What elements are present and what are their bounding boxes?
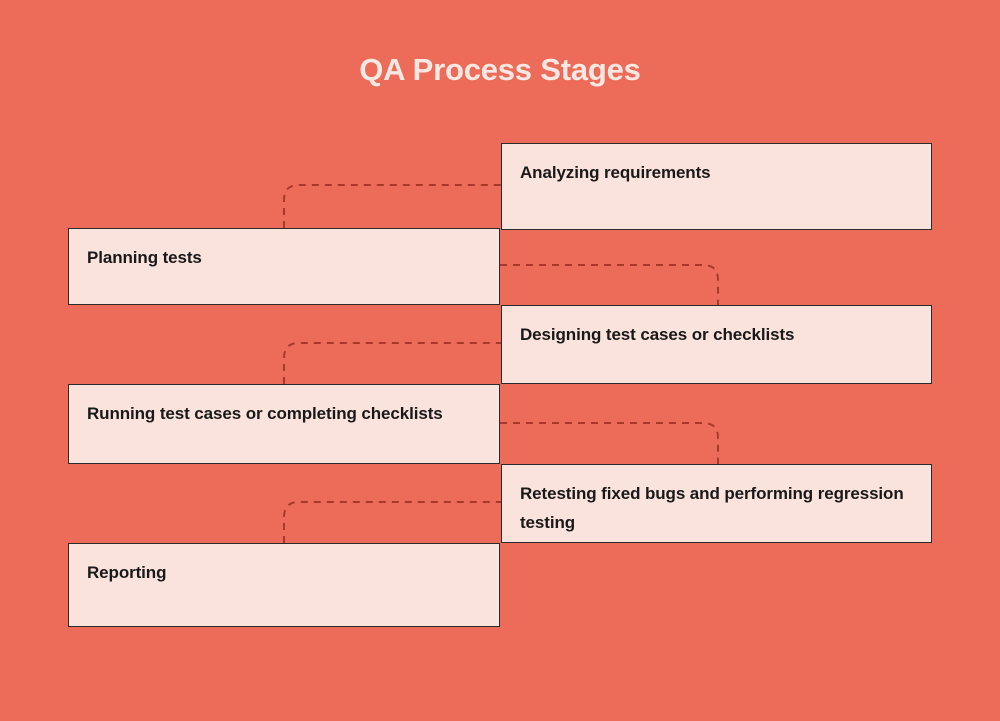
step-label: Running test cases or completing checkli… [87, 404, 443, 423]
page-title: QA Process Stages [359, 52, 641, 87]
step-box-analyzing-requirements[interactable]: Analyzing requirements [501, 143, 932, 230]
connector-4-to-5 [500, 422, 719, 464]
step-box-planning-tests[interactable]: Planning tests [68, 228, 500, 305]
step-box-designing-test-cases[interactable]: Designing test cases or checklists [501, 305, 932, 384]
step-box-reporting[interactable]: Reporting [68, 543, 500, 627]
step-label: Planning tests [87, 248, 202, 267]
step-label: Reporting [87, 563, 167, 582]
connector-2-to-1 [283, 184, 501, 228]
step-box-retesting-fixed-bugs[interactable]: Retesting fixed bugs and performing regr… [501, 464, 932, 543]
step-label: Designing test cases or checklists [520, 325, 795, 344]
connector-4-to-3 [283, 342, 501, 384]
step-label: Analyzing requirements [520, 163, 711, 182]
connector-6-to-5 [283, 501, 501, 543]
connector-2-to-3 [500, 264, 719, 305]
step-label: Retesting fixed bugs and performing regr… [520, 484, 904, 532]
step-box-running-test-cases[interactable]: Running test cases or completing checkli… [68, 384, 500, 464]
